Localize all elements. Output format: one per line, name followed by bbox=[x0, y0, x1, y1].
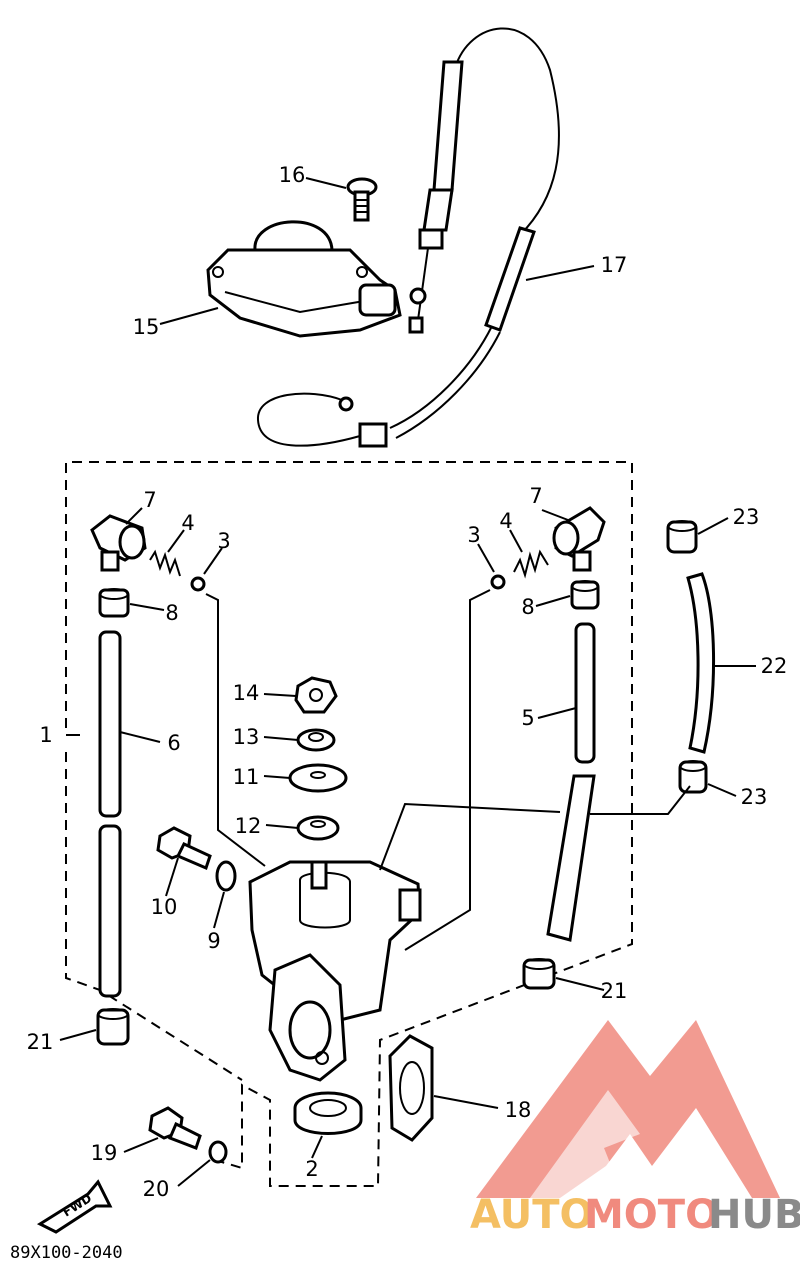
callout-5: 5 bbox=[521, 706, 534, 730]
fwd-arrow-icon: FWD bbox=[36, 1179, 113, 1234]
cap-21-right bbox=[522, 958, 556, 990]
bolt-19 bbox=[148, 1106, 202, 1150]
callout-18: 18 bbox=[505, 1098, 532, 1122]
screw-16 bbox=[346, 177, 378, 222]
cap-23-bottom bbox=[678, 760, 708, 794]
valve-body-1 bbox=[248, 860, 422, 1082]
elbow-7-left bbox=[90, 514, 147, 572]
washer-13 bbox=[296, 728, 336, 752]
callout-4-left: 4 bbox=[181, 511, 194, 535]
ball-3-right bbox=[490, 574, 506, 590]
cover-15 bbox=[206, 220, 402, 338]
callout-7-left: 7 bbox=[143, 488, 156, 512]
watermark-text: AUTO MOTO HUB bbox=[470, 1192, 800, 1238]
ball-3-left bbox=[190, 576, 206, 592]
hose-22 bbox=[686, 572, 715, 754]
seal-2 bbox=[293, 1091, 363, 1135]
callout-23-top: 23 bbox=[733, 505, 760, 529]
washer-9 bbox=[215, 860, 237, 892]
callout-3-right: 3 bbox=[467, 523, 480, 547]
gasket-18 bbox=[388, 1034, 434, 1142]
callout-1: 1 bbox=[39, 723, 52, 747]
callout-13: 13 bbox=[233, 725, 260, 749]
pipe-5 bbox=[574, 622, 596, 764]
callout-12: 12 bbox=[235, 814, 262, 838]
watermark-hub: HUB bbox=[708, 1192, 800, 1238]
spring-4-left bbox=[149, 549, 181, 577]
callout-23-bottom: 23 bbox=[741, 785, 768, 809]
callout-21-left: 21 bbox=[27, 1030, 54, 1054]
assembly-boundary-lower bbox=[65, 752, 243, 1081]
connector-hose bbox=[379, 802, 561, 871]
callout-15: 15 bbox=[133, 315, 160, 339]
cap-21-left bbox=[96, 1008, 130, 1046]
callout-10: 10 bbox=[151, 895, 178, 919]
nut-14 bbox=[294, 676, 338, 714]
callout-6: 6 bbox=[167, 731, 180, 755]
callout-8-right: 8 bbox=[521, 595, 534, 619]
connector-right bbox=[404, 589, 491, 951]
callout-21-right: 21 bbox=[601, 979, 628, 1003]
callout-16: 16 bbox=[279, 163, 306, 187]
washer-20 bbox=[208, 1140, 228, 1164]
callout-17: 17 bbox=[601, 253, 628, 277]
watermark-moto: MOTO bbox=[584, 1192, 719, 1238]
callout-19: 19 bbox=[91, 1141, 118, 1165]
callout-9: 9 bbox=[207, 929, 220, 953]
bush-8-right bbox=[570, 580, 600, 610]
callout-7-right: 7 bbox=[529, 484, 542, 508]
cap-23-top bbox=[666, 520, 698, 554]
callout-8-left: 8 bbox=[165, 601, 178, 625]
hose-right bbox=[546, 774, 596, 942]
assembly-boundary bbox=[65, 461, 633, 1187]
callout-22: 22 bbox=[761, 654, 788, 678]
elbow-7-right bbox=[552, 506, 606, 572]
callout-11: 11 bbox=[233, 765, 260, 789]
washer-11 bbox=[288, 763, 348, 793]
diagram-code: 89X100-2040 bbox=[10, 1243, 123, 1263]
bush-12 bbox=[296, 815, 340, 841]
callout-3-left: 3 bbox=[217, 529, 230, 553]
callout-2: 2 bbox=[305, 1157, 318, 1181]
watermark-logo-icon bbox=[476, 1020, 780, 1198]
pipe-6 bbox=[98, 630, 122, 998]
connector-23 bbox=[590, 785, 691, 815]
watermark-auto: AUTO bbox=[470, 1192, 594, 1238]
callout-20: 20 bbox=[143, 1177, 170, 1201]
callout-14: 14 bbox=[233, 681, 260, 705]
bolt-10 bbox=[156, 826, 212, 871]
spring-4-right bbox=[513, 549, 549, 579]
callout-4-right: 4 bbox=[499, 509, 512, 533]
leader-lines bbox=[59, 177, 756, 1187]
bush-8-left bbox=[98, 588, 130, 618]
connector-left bbox=[205, 593, 266, 867]
cable-17 bbox=[256, 27, 560, 448]
